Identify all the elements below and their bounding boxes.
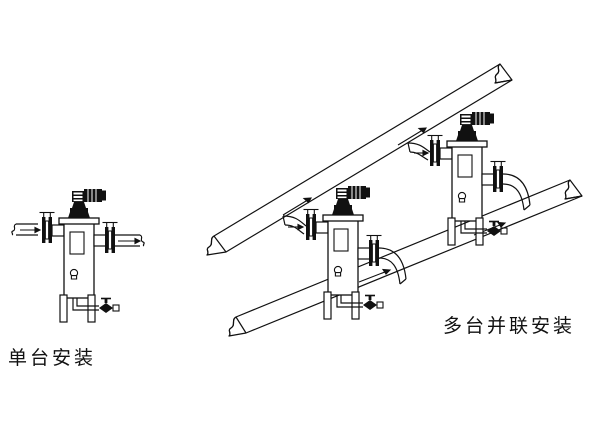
parallel-install-label: 多台并联安装	[443, 315, 576, 337]
single-unit-support-legs	[59, 294, 96, 323]
rear-unit-outlet-branch	[502, 173, 531, 211]
single-unit-drain-pipe	[72, 298, 99, 311]
upper-inlet-header	[206, 63, 513, 256]
front-unit-top-flange	[322, 214, 364, 222]
upper-header-flow-arrows	[282, 127, 427, 216]
single-unit-inlet-pipe	[11, 223, 38, 236]
front-unit-drain-pipe	[336, 295, 363, 308]
single-unit-top-flange	[58, 217, 100, 225]
single-unit-gearmotor	[69, 188, 107, 215]
front-unit-inlet-hub	[315, 221, 329, 234]
single-install-label: 单台安装	[8, 347, 97, 369]
single-unit	[11, 188, 145, 323]
front-unit-drain-valve	[362, 294, 384, 311]
rear-unit-inlet-branch	[407, 142, 431, 161]
rear-unit-drain-pipe	[460, 221, 487, 234]
single-unit-inlet-hub	[51, 224, 65, 237]
single-unit-outlet-pipe	[115, 234, 145, 247]
front-unit-nameplate	[333, 228, 349, 252]
front-unit	[282, 185, 407, 320]
single-unit-outlet-arrow	[118, 237, 142, 245]
front-unit-support-legs	[323, 291, 360, 320]
front-unit-gearmotor	[333, 185, 371, 212]
front-unit-outlet-hub	[357, 247, 371, 260]
rear-unit-outlet-hub	[481, 173, 495, 186]
front-unit-inlet-branch	[282, 215, 307, 235]
single-unit-inlet-arrow	[20, 226, 42, 234]
rear-unit-nameplate	[457, 154, 473, 178]
front-unit-inlet-arrow	[288, 223, 305, 231]
rear-unit-support-legs	[447, 217, 484, 246]
rear-unit	[407, 111, 531, 246]
rear-unit-inlet-hub	[439, 147, 453, 160]
lower-outlet-header	[228, 179, 583, 337]
single-unit-drain-valve	[98, 297, 120, 314]
rear-unit-gearmotor	[457, 111, 495, 138]
front-unit-outlet-branch	[378, 247, 407, 285]
single-unit-outlet-hub	[93, 234, 107, 247]
rear-unit-top-flange	[446, 140, 488, 148]
rear-unit-inlet-arrow	[414, 149, 430, 157]
single-unit-nameplate	[69, 231, 85, 255]
